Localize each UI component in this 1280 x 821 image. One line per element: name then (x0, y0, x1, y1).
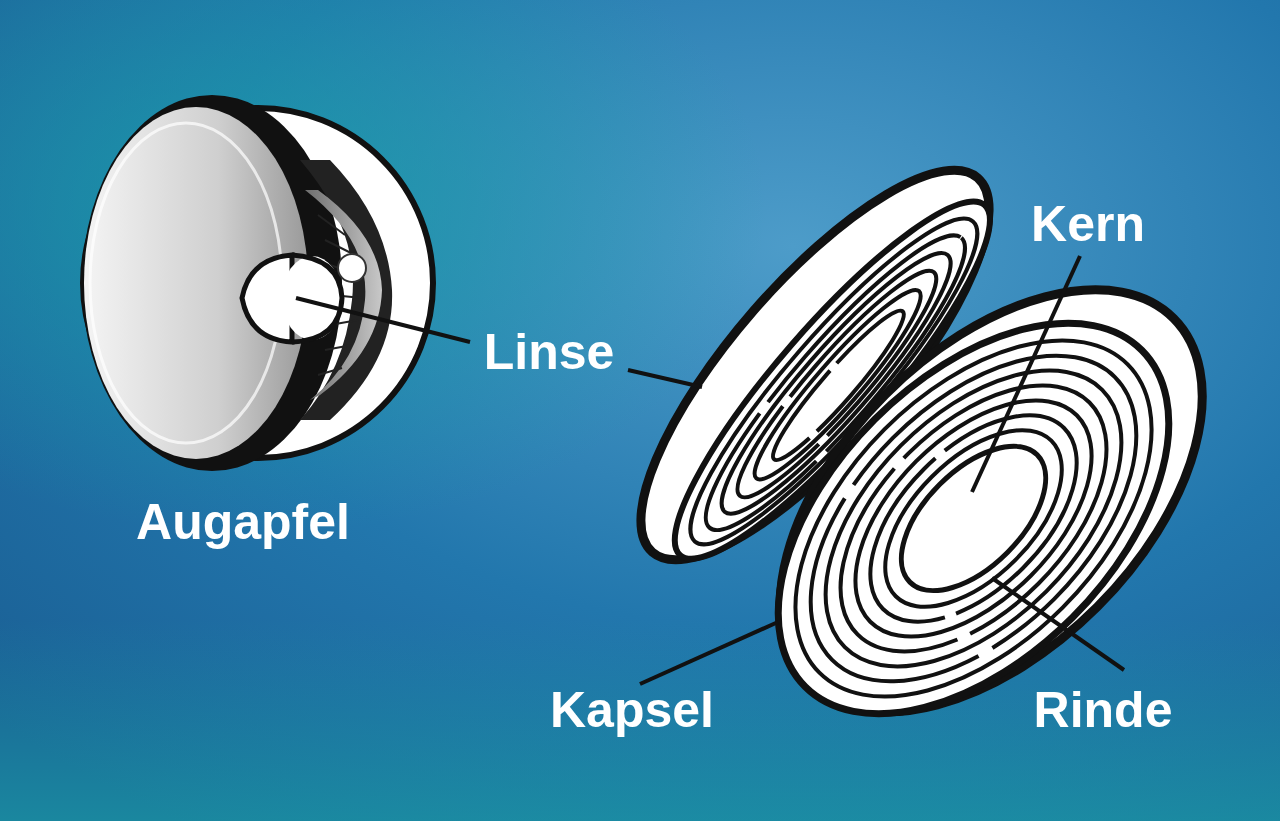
part-label: Augapfel (136, 497, 350, 547)
part-label: Linse (484, 327, 615, 377)
lens-back-half (699, 212, 1280, 793)
eyeball (82, 95, 433, 471)
leader-lines (296, 256, 1124, 684)
part-label: Kern (1031, 199, 1145, 249)
part-label: Rinde (1034, 685, 1173, 735)
part-label: Kapsel (550, 685, 714, 735)
